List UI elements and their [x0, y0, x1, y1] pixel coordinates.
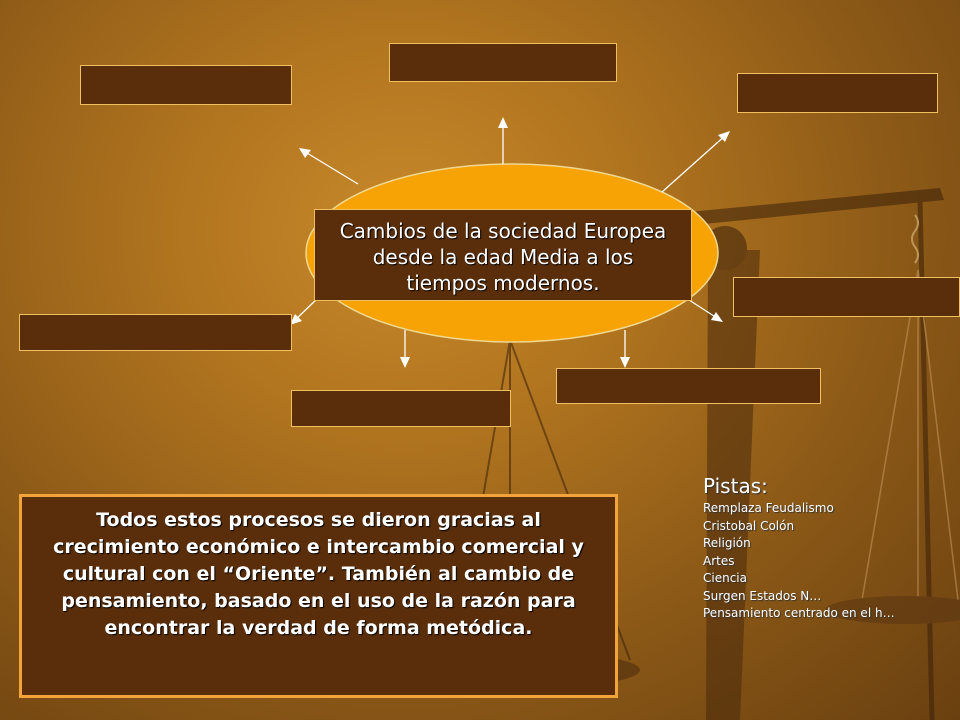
- hint-item: Remplaza Feudalismo: [703, 501, 834, 515]
- answer-box-bottom-left[interactable]: [291, 390, 511, 427]
- answer-box-left[interactable]: [19, 314, 292, 351]
- arrow-upper-right: [661, 133, 728, 193]
- answer-box-top[interactable]: [389, 43, 617, 82]
- answer-box-top-right[interactable]: [737, 73, 938, 113]
- hints-title: Pistas:: [703, 474, 768, 498]
- hint-item: Cristobal Colón: [703, 518, 795, 533]
- answer-box-bottom-right[interactable]: [556, 368, 821, 404]
- hint-item: Religión: [703, 536, 751, 550]
- center-topic-line-2: desde la edad Media a los: [372, 245, 634, 269]
- hint-item: Ciencia: [703, 571, 747, 585]
- hint-item: Artes: [703, 553, 735, 568]
- hints-panel: Pistas: Remplaza Feudalismo Cristobal Co…: [703, 474, 943, 623]
- explanation-text: Todos estos procesos se dieron gracias a…: [53, 509, 584, 639]
- answer-box-top-left[interactable]: [80, 65, 292, 105]
- center-topic-line-3: tiempos modernos.: [406, 271, 600, 295]
- arrow-upper-left: [301, 149, 359, 185]
- center-topic-line-1: Cambios de la sociedad Europea: [339, 219, 667, 243]
- hint-item: Surgen Estados N…: [703, 588, 822, 603]
- explanation-box: Todos estos procesos se dieron gracias a…: [19, 494, 618, 698]
- center-topic-box: Cambios de la sociedad Europea desde la …: [314, 209, 692, 301]
- answer-box-right[interactable]: [733, 277, 960, 317]
- hint-item: Pensamiento centrado en el h…: [703, 606, 895, 620]
